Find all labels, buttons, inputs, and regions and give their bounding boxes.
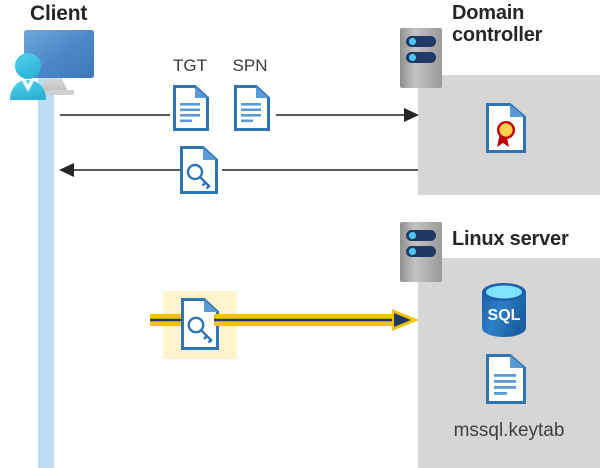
certificate-document-icon [486, 103, 526, 153]
page-title-client: Client [30, 2, 88, 25]
server-rack-icon-linux [400, 222, 442, 282]
page-title-linux-server: Linux server [452, 228, 569, 250]
keytab-document-icon [486, 354, 526, 404]
server-rack-icon-domain-controller [400, 28, 442, 88]
response-arrow [58, 160, 180, 180]
dc-title-line-1: Domain [452, 2, 525, 24]
tgt-document-icon [173, 85, 209, 131]
keytab-transfer-arrow-left-segment [150, 313, 186, 327]
spn-label: SPN [232, 56, 268, 75]
page-title-domain-controller: Domain controller [452, 2, 600, 47]
keytab-filename-label: mssql.keytab [453, 420, 565, 441]
keytab-transfer-arrow [214, 308, 420, 332]
spn-document-icon [234, 85, 270, 131]
key-document-reply-icon [180, 146, 218, 194]
sql-database-icon: SQL [478, 282, 530, 338]
client-workstation-icon [6, 28, 100, 100]
tgt-label: TGT [173, 56, 207, 75]
key-document-highlighted-icon [181, 298, 219, 350]
sql-label: SQL [488, 307, 521, 324]
dc-title-line-2: controller [452, 24, 543, 47]
request-arrow [276, 105, 420, 125]
request-line-left [60, 114, 170, 116]
response-line-right [222, 169, 418, 171]
client-lifeline [38, 72, 54, 468]
